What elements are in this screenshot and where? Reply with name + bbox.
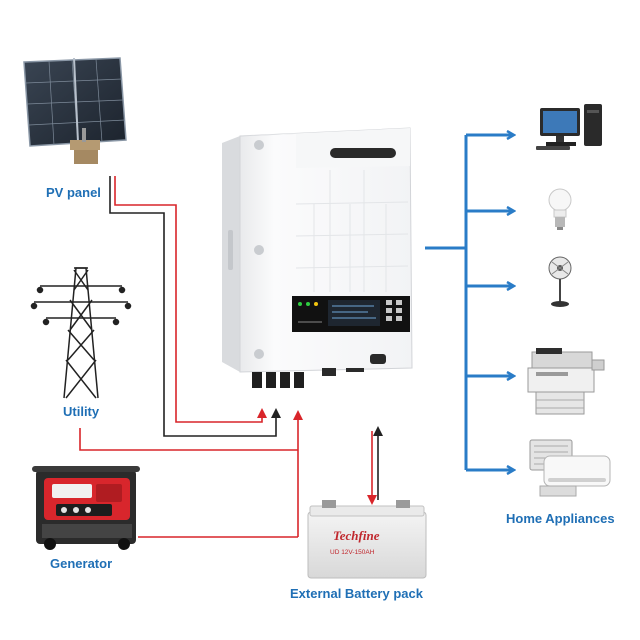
air-conditioner-icon — [529, 439, 611, 497]
pv-panel-label: PV panel — [46, 185, 101, 200]
utility-label: Utility — [63, 404, 100, 419]
generator-label: Generator — [50, 556, 113, 571]
solar-panel-icon — [23, 57, 127, 164]
utility-wire — [79, 428, 298, 451]
output-bus — [425, 135, 513, 470]
pv-black-wire — [109, 176, 281, 437]
generator-icon — [32, 466, 140, 550]
battery-icon: Techfine UD 12V-150AH — [307, 500, 427, 579]
battery-brand: Techfine — [333, 528, 380, 543]
printer-icon — [527, 348, 605, 415]
home-appliances-label: Home Appliances — [506, 511, 615, 526]
battery-model: UD 12V-150AH — [330, 549, 375, 556]
power-tower-icon — [30, 267, 132, 399]
computer-icon — [536, 104, 602, 150]
light-bulb-icon — [548, 188, 572, 230]
wires — [79, 176, 383, 538]
battery-label: External Battery pack — [290, 586, 423, 601]
fan-icon — [548, 256, 572, 307]
inverter-icon — [222, 127, 413, 388]
pv-red-wire — [114, 176, 267, 423]
